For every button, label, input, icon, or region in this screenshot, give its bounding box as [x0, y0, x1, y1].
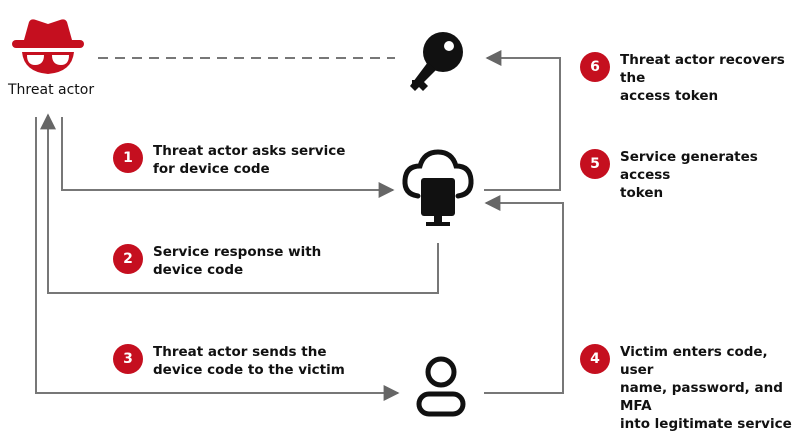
step-badge: 4 — [580, 344, 610, 374]
step-text-line: into legitimate service — [620, 416, 792, 432]
step-text-line: Threat actor asks service — [153, 143, 346, 159]
step-badge: 5 — [580, 149, 610, 179]
step-5: 5 Service generates access token — [580, 148, 800, 202]
step-text-line: device code to the victim — [153, 362, 345, 378]
arrow-step-5-6 — [484, 50, 561, 191]
arrow-step-2 — [40, 113, 439, 294]
arrow-step-4 — [484, 195, 564, 394]
step-badge: 2 — [113, 244, 143, 274]
step-4: 4 Victim enters code, user name, passwor… — [580, 343, 800, 433]
step-text-line: Threat actor recovers the — [620, 52, 785, 86]
step-badge: 3 — [113, 344, 143, 374]
step-badge: 6 — [580, 52, 610, 82]
step-text-line: access token — [620, 88, 719, 104]
threat-actor-icon — [12, 19, 84, 74]
threat-actor-label: Threat actor — [8, 82, 95, 98]
key-icon — [410, 32, 463, 91]
step-text-line: name, password, and MFA — [620, 380, 783, 414]
step-text-line: device code — [153, 262, 244, 278]
step-badge: 1 — [113, 143, 143, 173]
step-text-line: for device code — [153, 161, 270, 177]
arrow-step-1 — [61, 117, 395, 198]
arrow-step-3 — [35, 117, 400, 401]
step-text-line: token — [620, 185, 664, 201]
step-2: 2 Service response with device code — [113, 243, 321, 279]
user-icon — [416, 356, 466, 417]
step-text-line: Threat actor sends the — [153, 344, 327, 360]
step-text-line: Service response with — [153, 244, 322, 260]
step-text-line: Victim enters code, user — [620, 344, 768, 378]
step-3: 3 Threat actor sends the device code to … — [113, 343, 345, 379]
cloud-device-icon — [402, 149, 474, 226]
step-6: 6 Threat actor recovers the access token — [580, 51, 800, 105]
step-text-line: Service generates access — [620, 149, 758, 183]
step-1: 1 Threat actor asks service for device c… — [113, 142, 345, 178]
